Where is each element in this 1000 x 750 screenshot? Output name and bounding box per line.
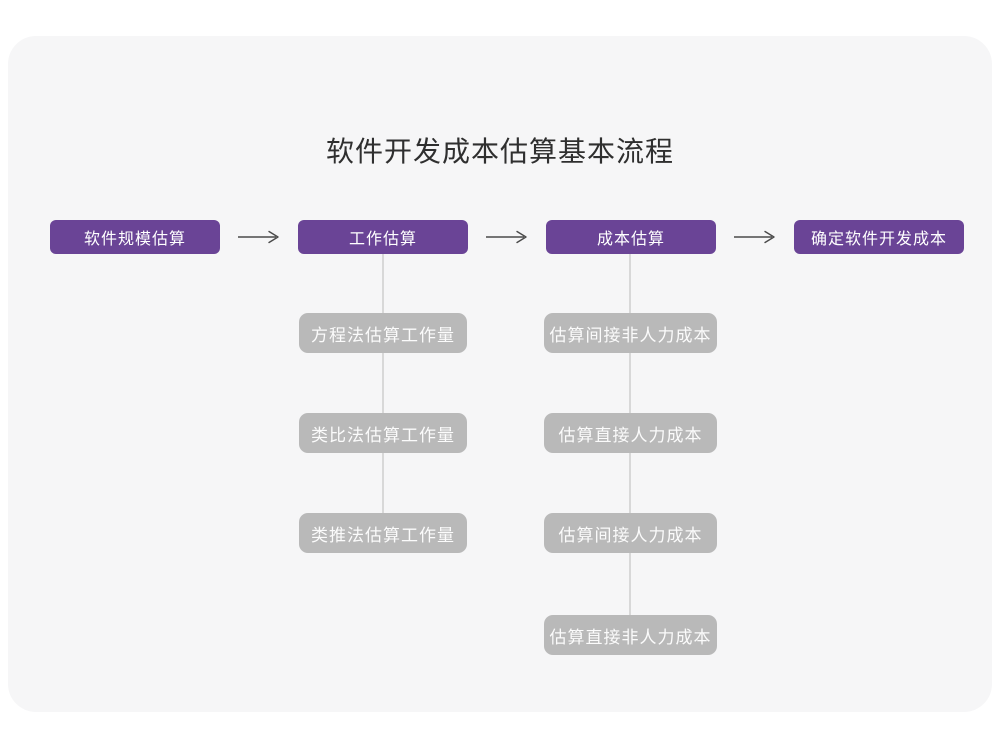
right-arrow-icon [238,230,279,244]
flow-node-cost-estimation: 成本估算 [546,220,716,254]
connector-line-work-branch [382,254,384,533]
right-arrow-icon [734,230,775,244]
right-arrow-icon [486,230,527,244]
branch-node-analogy-method: 类比法估算工作量 [299,413,467,453]
diagram-title: 软件开发成本估算基本流程 [325,136,674,167]
branch-node-indirect-labor-cost: 估算间接人力成本 [544,513,717,553]
flow-node-software-scale-estimation: 软件规模估算 [50,220,220,254]
flow-node-determine-development-cost: 确定软件开发成本 [794,220,964,254]
branch-node-extrapolation-method: 类推法估算工作量 [299,513,467,553]
branch-node-direct-labor-cost: 估算直接人力成本 [544,413,717,453]
branch-node-indirect-nonlabor-cost: 估算间接非人力成本 [544,313,717,353]
branch-node-equation-method: 方程法估算工作量 [299,313,467,353]
branch-node-direct-nonlabor-cost: 估算直接非人力成本 [544,615,717,655]
flowchart-canvas: 软件开发成本估算基本流程 软件规模估算 工作估算 成本估算 确定软件开发成本 方… [8,36,992,712]
flow-node-work-estimation: 工作估算 [298,220,468,254]
